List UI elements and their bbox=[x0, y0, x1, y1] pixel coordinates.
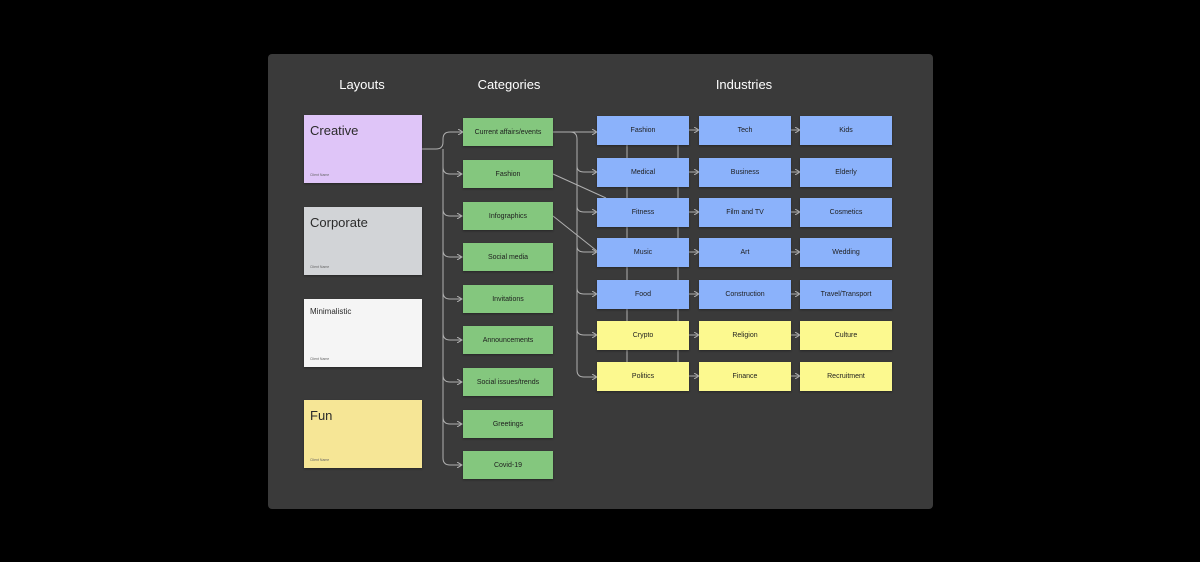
category-greetings[interactable]: Greetings bbox=[463, 410, 553, 438]
category-social-media[interactable]: Social media bbox=[463, 243, 553, 271]
heading-layouts: Layouts bbox=[339, 77, 385, 92]
category-social-issues-trends[interactable]: Social issues/trends bbox=[463, 368, 553, 396]
industry-music[interactable]: Music bbox=[597, 238, 689, 267]
industry-religion[interactable]: Religion bbox=[699, 321, 791, 350]
industry-elderly[interactable]: Elderly bbox=[800, 158, 892, 187]
layout-card-caption: Client Name bbox=[310, 173, 330, 177]
layout-card-title: Corporate bbox=[310, 215, 368, 230]
category-invitations[interactable]: Invitations bbox=[463, 285, 553, 313]
layout-card-caption: Client Name bbox=[310, 458, 330, 462]
category-covid-19[interactable]: Covid-19 bbox=[463, 451, 553, 479]
category-current-affairs-events[interactable]: Current affairs/events bbox=[463, 118, 553, 146]
industry-crypto[interactable]: Crypto bbox=[597, 321, 689, 350]
industry-food[interactable]: Food bbox=[597, 280, 689, 309]
industry-construction[interactable]: Construction bbox=[699, 280, 791, 309]
category-announcements[interactable]: Announcements bbox=[463, 326, 553, 354]
industry-kids[interactable]: Kids bbox=[800, 116, 892, 145]
layout-card-caption: Client Name bbox=[310, 265, 330, 269]
industry-wedding[interactable]: Wedding bbox=[800, 238, 892, 267]
industry-business[interactable]: Business bbox=[699, 158, 791, 187]
industry-medical[interactable]: Medical bbox=[597, 158, 689, 187]
layout-card-title: Minimalistic bbox=[310, 307, 352, 316]
industry-film-and-tv[interactable]: Film and TV bbox=[699, 198, 791, 227]
category-fashion[interactable]: Fashion bbox=[463, 160, 553, 188]
industry-tech[interactable]: Tech bbox=[699, 116, 791, 145]
industry-culture[interactable]: Culture bbox=[800, 321, 892, 350]
layout-card-title: Fun bbox=[310, 408, 333, 423]
industry-fitness[interactable]: Fitness bbox=[597, 198, 689, 227]
industry-recruitment[interactable]: Recruitment bbox=[800, 362, 892, 391]
layout-card-caption: Client Name bbox=[310, 357, 330, 361]
heading-industries: Industries bbox=[715, 77, 773, 92]
industry-politics[interactable]: Politics bbox=[597, 362, 689, 391]
layout-card-title: Creative bbox=[310, 123, 359, 138]
category-infographics[interactable]: Infographics bbox=[463, 202, 553, 230]
heading-categories: Categories bbox=[477, 77, 541, 92]
industry-finance[interactable]: Finance bbox=[699, 362, 791, 391]
industry-cosmetics[interactable]: Cosmetics bbox=[800, 198, 892, 227]
industry-travel-transport[interactable]: Travel/Transport bbox=[800, 280, 892, 309]
industry-art[interactable]: Art bbox=[699, 238, 791, 267]
industry-fashion[interactable]: Fashion bbox=[597, 116, 689, 145]
